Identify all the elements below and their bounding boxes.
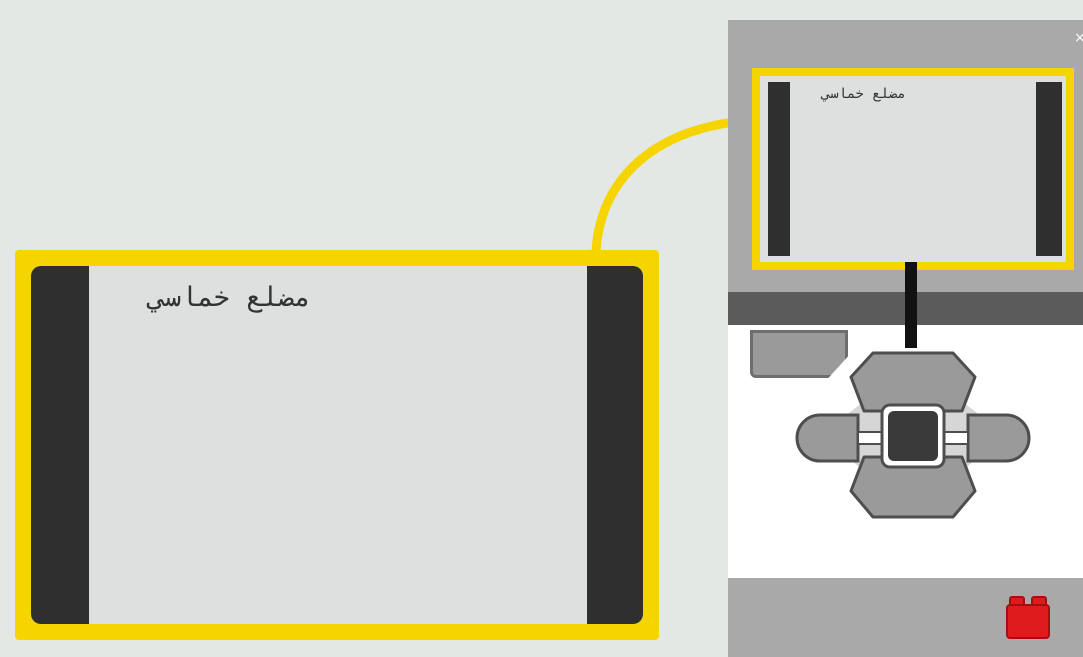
corner-mark: × <box>1074 30 1083 46</box>
up-button-icon[interactable] <box>851 353 975 411</box>
button-pad <box>790 345 1036 523</box>
zoomed-screen-frame: مضلع خماسي <box>15 250 659 640</box>
brick-screen-left-edge <box>768 82 790 256</box>
lego-brick-icon <box>1006 596 1052 640</box>
screen-pointer-line <box>905 262 917 348</box>
brick-screen: مضلع خماسي <box>752 68 1074 270</box>
zoomed-screen-right-edge <box>587 266 643 624</box>
brick-screen-text: مضلع خماسي <box>790 86 906 102</box>
zoomed-screen: مضلع خماسي <box>31 266 643 624</box>
zoomed-screen-left-edge <box>31 266 89 624</box>
center-button-icon[interactable] <box>882 405 944 467</box>
brick-screen-right-edge <box>1036 82 1062 256</box>
right-button-icon[interactable] <box>968 415 1029 461</box>
zoomed-screen-text: مضلع خماسي <box>89 282 311 313</box>
left-button-icon[interactable] <box>797 415 858 461</box>
